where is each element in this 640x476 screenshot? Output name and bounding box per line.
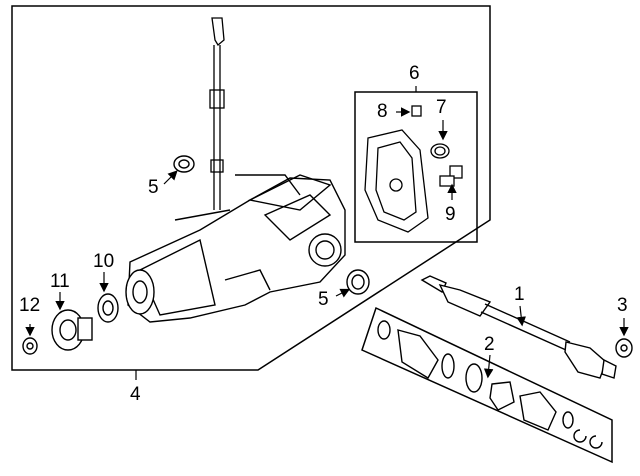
callout-5-upper: 5 [148, 177, 159, 198]
callout-3: 3 [617, 295, 628, 316]
nut-3 [615, 338, 633, 358]
callout-4: 4 [130, 384, 141, 405]
seal-7 [430, 143, 450, 159]
callout-8: 8 [377, 101, 388, 122]
seal-5-upper [173, 155, 195, 173]
leader-lines [25, 86, 629, 380]
callout-7: 7 [436, 97, 447, 118]
boot-kit-parts [377, 320, 603, 449]
bolt-9 [439, 165, 463, 187]
callout-9: 9 [445, 204, 456, 225]
callout-5-lower: 5 [318, 289, 329, 310]
differential-housing [125, 174, 346, 323]
assembly-frame [11, 5, 491, 371]
callout-6: 6 [409, 63, 420, 84]
nut-12 [22, 337, 38, 355]
vent-tube [209, 17, 225, 210]
callout-2: 2 [484, 334, 495, 355]
callout-12: 12 [19, 295, 41, 316]
seal-5-lower [346, 269, 370, 295]
flange-11 [51, 309, 93, 351]
seal-10 [97, 293, 119, 323]
callout-1: 1 [514, 284, 525, 305]
diff-cover [364, 129, 429, 233]
axle-shaft [420, 275, 617, 379]
callout-10: 10 [93, 251, 115, 272]
boot-kit-frame [361, 306, 613, 464]
plug-8 [411, 105, 422, 117]
callout-11: 11 [50, 271, 70, 292]
